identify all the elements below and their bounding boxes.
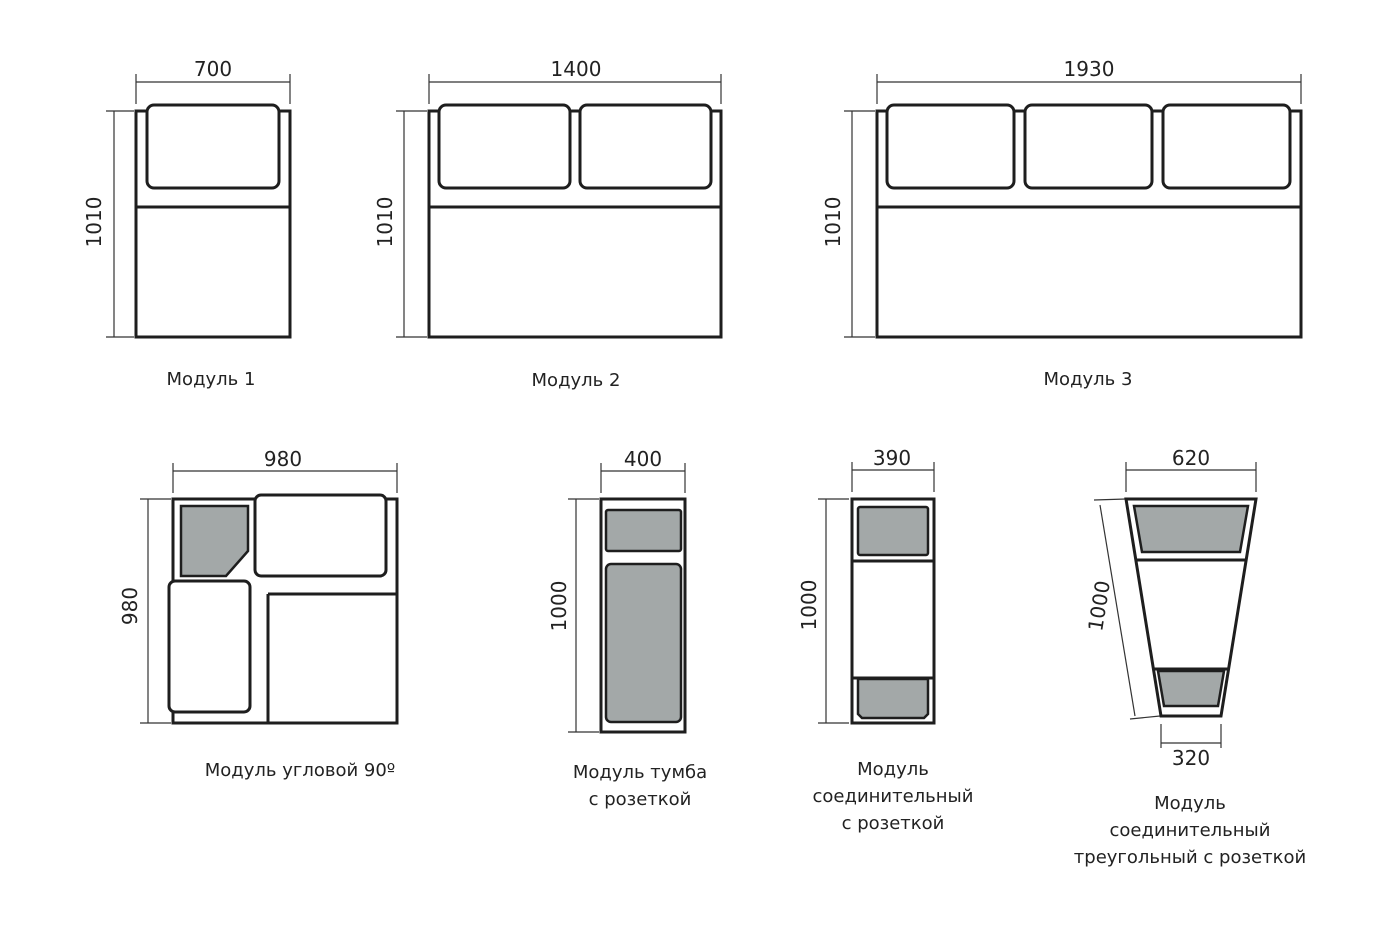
tri-caption-line-3: треугольный с розеткой bbox=[1073, 847, 1307, 868]
corner-module-caption: Модуль угловой 90º bbox=[204, 760, 396, 781]
m1-height-label: 1010 bbox=[82, 197, 106, 248]
module-2-drawing: 1400 1010 bbox=[373, 57, 723, 339]
conn-caption-line-3: с розеткой bbox=[841, 813, 945, 834]
tri-caption-line-1: Модуль bbox=[1154, 793, 1226, 814]
conn-caption-line-2: соединительный bbox=[812, 786, 974, 807]
conn-bottom-panel bbox=[856, 677, 930, 720]
tri-height-dim-line bbox=[1099, 504, 1136, 717]
tri-caption-line-2: соединительный bbox=[1109, 820, 1271, 841]
module-3-caption: Модуль 3 bbox=[1043, 369, 1133, 390]
corner-back-cushion-right bbox=[253, 493, 388, 578]
tumba-height-label: 1000 bbox=[547, 581, 571, 632]
tri-top-panel bbox=[1132, 504, 1250, 554]
triangular-module-drawing: 620 1000 320 bbox=[1083, 446, 1258, 770]
tumba-module-caption: Модуль тумба с розеткой bbox=[560, 759, 720, 813]
connecting-module-caption: Модуль соединительный с розеткой bbox=[793, 756, 993, 837]
tri-width-label: 620 bbox=[1172, 446, 1210, 470]
module-1-caption: Модуль 1 bbox=[166, 369, 256, 390]
tri-bottom-panel bbox=[1156, 669, 1226, 708]
connecting-module-drawing: 390 1000 bbox=[797, 446, 936, 725]
tri-height-ext-top bbox=[1093, 498, 1127, 501]
tumba-seat-panel bbox=[604, 562, 683, 724]
corner-height-label: 980 bbox=[118, 587, 142, 625]
tri-bottom-width-label: 320 bbox=[1172, 746, 1210, 770]
m3-back-cushion-1 bbox=[885, 103, 1016, 190]
conn-height-label: 1000 bbox=[797, 580, 821, 631]
m3-height-label: 1010 bbox=[821, 197, 845, 248]
conn-caption-line-1: Модуль bbox=[857, 759, 929, 780]
m1-width-label: 700 bbox=[194, 57, 232, 81]
module-1-drawing: 700 1010 bbox=[82, 57, 292, 339]
m1-back-cushion bbox=[145, 103, 281, 190]
m2-back-cushion-1 bbox=[437, 103, 572, 190]
corner-gray-cushion bbox=[179, 504, 250, 578]
tumba-width-label: 400 bbox=[624, 447, 662, 471]
m3-width-label: 1930 bbox=[1064, 57, 1115, 81]
m2-height-label: 1010 bbox=[373, 197, 397, 248]
module-3-drawing: 1930 1010 bbox=[821, 57, 1303, 339]
conn-width-label: 390 bbox=[873, 446, 911, 470]
m2-back-cushion-2 bbox=[578, 103, 713, 190]
triangular-module-caption: Модуль соединительный треугольный с розе… bbox=[1060, 790, 1320, 871]
conn-top-panel bbox=[856, 505, 930, 557]
corner-back-cushion-left bbox=[167, 579, 252, 714]
corner-width-label: 980 bbox=[264, 447, 302, 471]
m2-width-label: 1400 bbox=[551, 57, 602, 81]
tumba-caption-line-2: с розеткой bbox=[588, 789, 692, 810]
m3-back-cushion-3 bbox=[1161, 103, 1292, 190]
tri-height-ext-bottom bbox=[1129, 715, 1161, 720]
corner-module-drawing: 980 980 bbox=[118, 447, 399, 725]
tumba-top-panel bbox=[604, 508, 683, 553]
module-2-caption: Модуль 2 bbox=[531, 370, 621, 391]
m3-back-cushion-2 bbox=[1023, 103, 1154, 190]
tri-height-label: 1000 bbox=[1083, 579, 1115, 633]
tumba-caption-line-1: Модуль тумба bbox=[572, 762, 708, 783]
tumba-module-drawing: 400 1000 bbox=[547, 447, 687, 734]
